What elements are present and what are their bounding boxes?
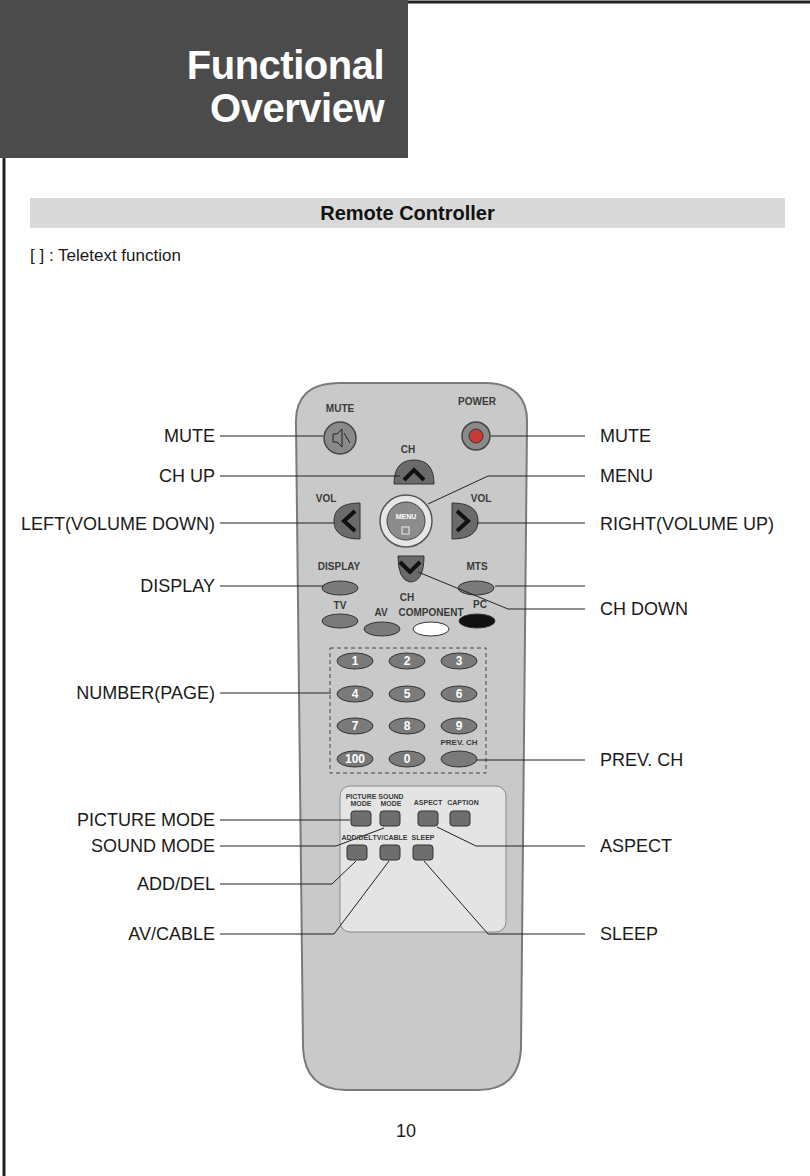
digit-label: 100	[345, 753, 365, 766]
digit-label: 6	[456, 688, 463, 701]
button-label: CH	[400, 593, 414, 604]
button-label: SOUND MODE	[376, 793, 406, 808]
button-label: COMPONENT	[399, 608, 464, 619]
button-label: MENU	[396, 513, 417, 520]
callout-label: ASPECT	[600, 837, 672, 856]
callout-label: AV/CABLE	[128, 925, 215, 944]
page-number: 10	[396, 1122, 416, 1141]
digit-label: 7	[352, 720, 359, 733]
button-label: TV	[334, 601, 347, 612]
callout-label: CH DOWN	[600, 600, 688, 619]
button-label: ASPECT	[414, 799, 442, 806]
button-label: TV/CABLE	[373, 834, 408, 841]
digit-label: 2	[404, 655, 411, 668]
button-label: POWER	[458, 397, 496, 408]
callout-label: CH UP	[159, 467, 215, 486]
section-band: Remote Controller	[30, 198, 785, 228]
digit-label: 1	[352, 655, 359, 668]
digit-label: 9	[456, 720, 463, 733]
callout-label: NUMBER(PAGE)	[76, 684, 215, 703]
button-label: PC	[473, 600, 487, 611]
callout-label: PREV. CH	[600, 751, 683, 770]
digit-label: 3	[456, 655, 463, 668]
button-label: PREV. CH	[440, 739, 477, 747]
digit-label: 0	[404, 753, 411, 766]
button-label: PICTURE MODE	[344, 793, 378, 808]
button-label: MUTE	[326, 404, 354, 415]
callout-label: DISPLAY	[140, 577, 215, 596]
button-label: DISPLAY	[318, 562, 360, 573]
leader-lines	[220, 436, 585, 934]
callout-label: MUTE	[164, 427, 215, 446]
button-label: VOL	[471, 494, 492, 505]
callout-label: ADD/DEL	[137, 875, 215, 894]
button-label: ADD/DEL	[341, 834, 372, 841]
callout-label: RIGHT(VOLUME UP)	[600, 515, 774, 534]
button-label: AV	[374, 608, 387, 619]
digit-label: 4	[352, 688, 359, 701]
callout-label: MUTE	[600, 427, 651, 446]
digit-label: 8	[404, 720, 411, 733]
note-text: [ ] : Teletext function	[30, 247, 181, 265]
callout-label: LEFT(VOLUME DOWN)	[21, 515, 215, 534]
button-label: SLEEP	[412, 834, 435, 841]
callout-label: SOUND MODE	[91, 837, 215, 856]
button-label: MTS	[466, 562, 487, 573]
callout-label: MENU	[600, 467, 653, 486]
section-heading: Remote Controller	[320, 202, 494, 225]
button-label: VOL	[316, 494, 337, 505]
callout-label: SLEEP	[600, 925, 658, 944]
button-label: CH	[401, 445, 415, 456]
digit-label: 5	[404, 688, 411, 701]
page-title: Functional Overview	[150, 44, 384, 130]
button-label: CAPTION	[447, 799, 479, 806]
callout-label: PICTURE MODE	[77, 811, 215, 830]
